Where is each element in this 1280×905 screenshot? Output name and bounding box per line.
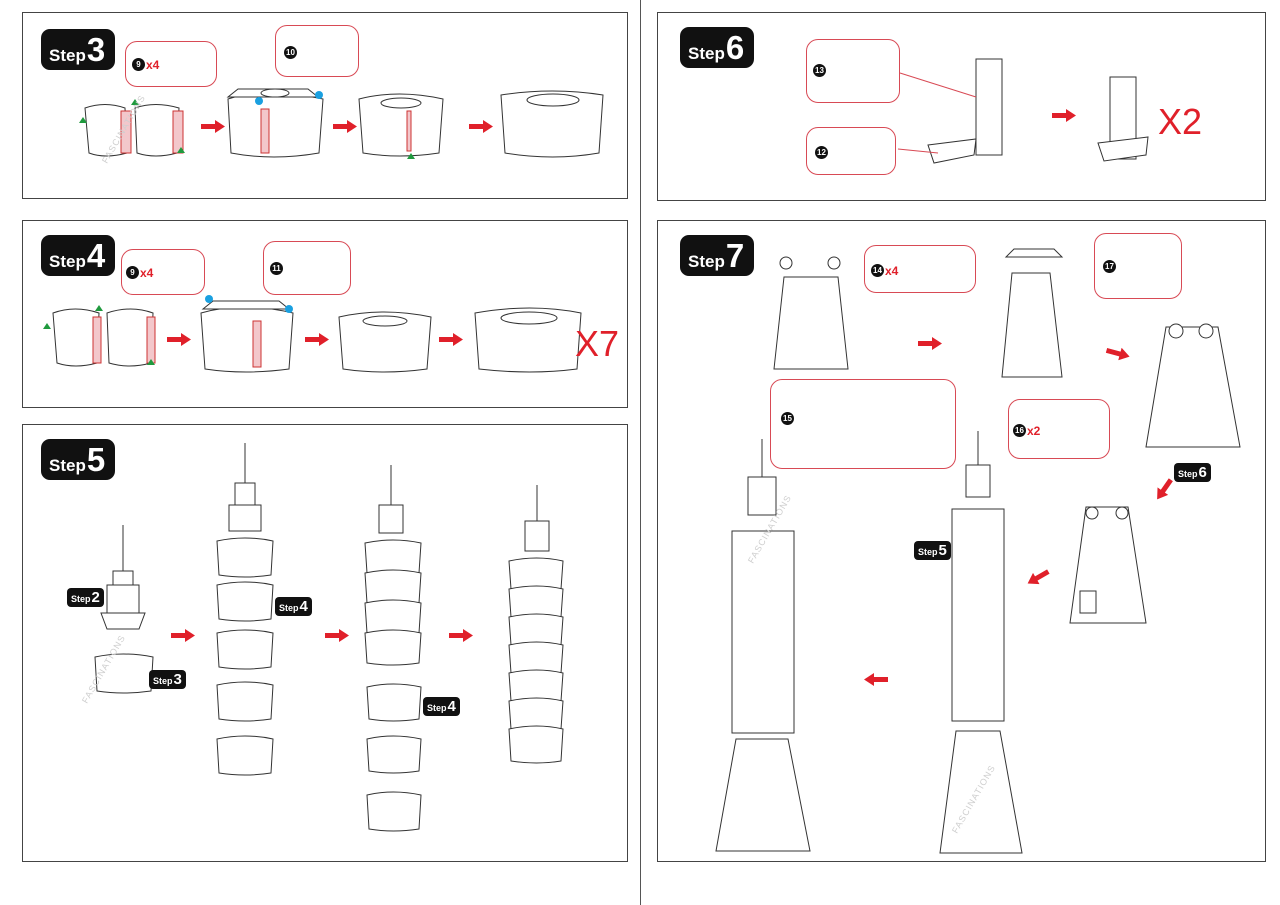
next-arrow-icon (1105, 347, 1130, 361)
step-word: Step (688, 44, 725, 63)
step-5-illustration (94, 443, 564, 832)
part-number-badge: 17 (1103, 260, 1116, 273)
page-divider (640, 0, 641, 905)
part-number-badge: 15 (781, 412, 794, 425)
part-12-callout: 12 (806, 127, 896, 175)
step-word: Step (71, 594, 91, 604)
step-number: 4 (299, 598, 308, 615)
quantity-label: x4 (146, 58, 160, 72)
next-arrow-icon (918, 337, 942, 350)
step-number: 5 (938, 542, 947, 559)
part-17-callout: 17 (1094, 233, 1182, 299)
part-number-badge: 9 (126, 266, 139, 279)
step-number: 4 (86, 237, 106, 274)
step-word: Step (688, 252, 725, 271)
step-number: 4 (447, 698, 456, 715)
step-word: Step (49, 456, 86, 475)
next-arrow-icon (325, 629, 349, 642)
next-arrow-icon (449, 629, 473, 642)
part-number-badge: 9 (132, 58, 145, 71)
multiplier-label: X7 (575, 323, 620, 364)
next-arrow-icon (1157, 478, 1173, 500)
next-arrow-icon (333, 120, 357, 133)
part-11-callout: 11 (263, 241, 351, 295)
quantity-label: x4 (140, 266, 154, 280)
step-4-illustration (43, 295, 582, 373)
part-10-callout: 10 (275, 25, 359, 77)
step-number: 3 (86, 31, 106, 68)
next-arrow-icon (469, 120, 493, 133)
multiplier-label: X2 (1158, 101, 1203, 142)
part-9-callout: 9 x4 (121, 249, 205, 295)
step-number: 6 (1198, 464, 1207, 481)
next-arrow-icon (201, 120, 225, 133)
part-number-badge: 13 (813, 64, 826, 77)
step-3-illustration (79, 88, 604, 159)
part-9-callout: 9 x4 (125, 41, 217, 87)
step-number: 7 (725, 237, 745, 274)
step-word: Step (49, 46, 86, 65)
step-number: 6 (725, 29, 745, 66)
step-word: Step (1178, 469, 1198, 479)
next-arrow-icon (167, 333, 191, 346)
part-13-callout: 13 (806, 39, 900, 103)
step-number: 5 (86, 441, 106, 478)
next-arrow-icon (1052, 109, 1076, 122)
next-arrow-icon (171, 629, 195, 642)
step-word: Step (918, 547, 938, 557)
next-arrow-icon (305, 333, 329, 346)
next-arrow-icon (1027, 569, 1050, 585)
step-word: Step (49, 252, 86, 271)
part-14-callout: 14 x4 (864, 245, 976, 293)
quantity-label: x2 (1027, 424, 1041, 438)
part-number-badge: 14 (871, 264, 884, 277)
quantity-label: x4 (885, 264, 899, 278)
part-15-callout: 15 (770, 379, 956, 469)
part-number-badge: 12 (815, 146, 828, 159)
step-word: Step (279, 603, 299, 613)
part-16-callout: 16 x2 (1008, 399, 1110, 459)
next-arrow-icon (439, 333, 463, 346)
step-number: 2 (91, 589, 100, 606)
part-number-badge: 11 (270, 262, 283, 275)
part-number-badge: 16 (1013, 424, 1026, 437)
next-arrow-icon (864, 673, 888, 686)
step-word: Step (153, 676, 173, 686)
part-number-badge: 10 (284, 46, 297, 59)
step-number: 3 (173, 671, 182, 688)
step-7-illustration (715, 248, 1241, 854)
step-word: Step (427, 703, 447, 713)
